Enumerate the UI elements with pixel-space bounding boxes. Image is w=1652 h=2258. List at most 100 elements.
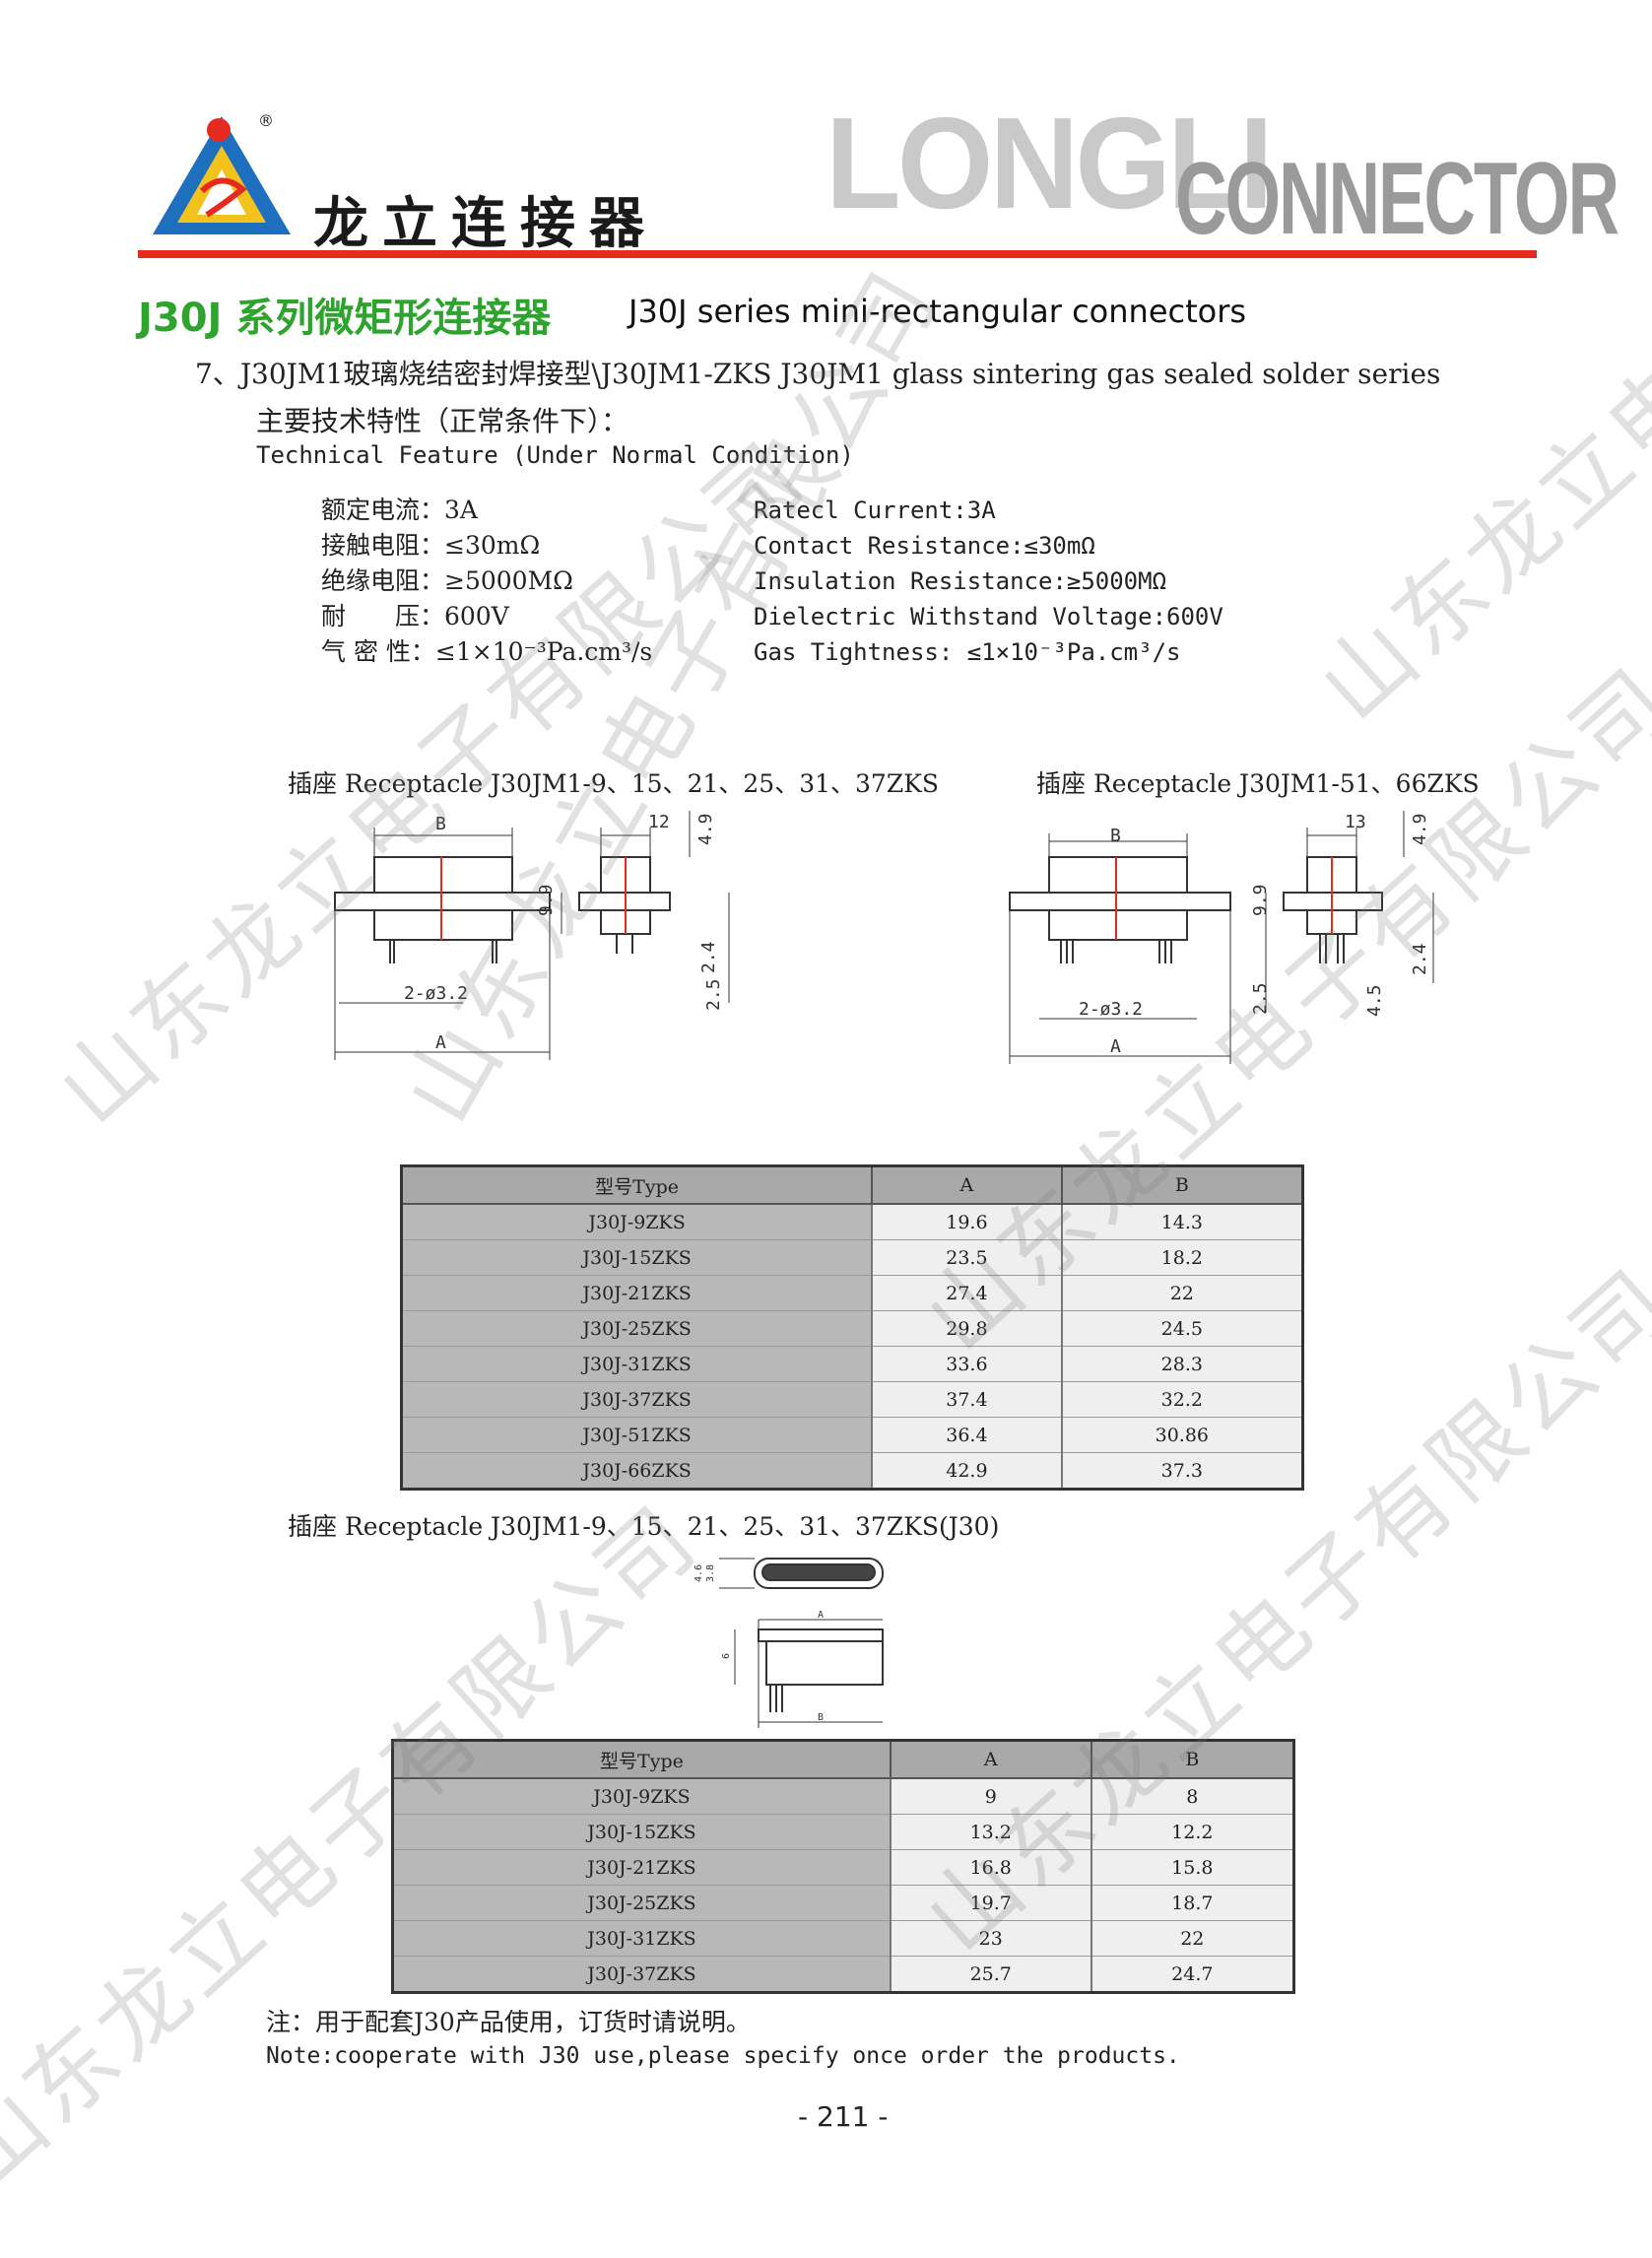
longli-logo: ® — [153, 111, 291, 234]
spec-insulation-en: Insulation Resistance:≥5000MΩ — [754, 567, 1167, 595]
dim-label-a: A — [435, 1032, 446, 1053]
cell-b: 22 — [1060, 1275, 1304, 1311]
cell-type: J30J-66ZKS — [400, 1452, 874, 1490]
dim-label-thickness: 4.9 — [1410, 813, 1430, 845]
dim-label-top-a: 4.6 — [694, 1564, 704, 1582]
cell-a: 23 — [889, 1920, 1092, 1957]
cell-a: 19.7 — [889, 1885, 1092, 1921]
dim-label-pin3: 4.5 — [1364, 984, 1385, 1017]
page-number: - 211 - — [798, 2100, 889, 2133]
cell-a: 33.6 — [871, 1346, 1063, 1382]
cell-b: 28.3 — [1060, 1346, 1304, 1382]
dim-label-pin2: 2.5 — [1250, 982, 1271, 1015]
cell-b: 15.8 — [1090, 1849, 1295, 1886]
cell-a: 9 — [889, 1777, 1092, 1815]
order-note: 注：用于配套J30产品使用，订货时请说明。 Note:cooperate wit… — [266, 2006, 1180, 2073]
cell-b: 14.3 — [1060, 1203, 1304, 1240]
cell-type: J30J-15ZKS — [391, 1814, 892, 1850]
receptacle-drawing-1: B A 2-ø3.2 12 9.9 4.9 2.4 2.5 — [334, 811, 730, 1060]
cell-type: J30J-21ZKS — [400, 1275, 874, 1311]
note-en: Note:cooperate with J30 use,please speci… — [266, 2043, 1180, 2069]
spec-current-en: Ratecl Current:3A — [754, 497, 996, 524]
cell-a: 37.4 — [871, 1381, 1063, 1418]
dim-label-height: 9.9 — [1250, 884, 1271, 916]
cell-a: 42.9 — [871, 1452, 1063, 1490]
cell-b: 32.2 — [1060, 1381, 1304, 1418]
dim-label-height: 9.9 — [536, 884, 557, 916]
cell-a: 27.4 — [871, 1275, 1063, 1311]
dim-label-hole: 2-ø3.2 — [1079, 999, 1143, 1020]
dim-label-width: 13 — [1345, 812, 1366, 832]
spec-gas-tightness-cn: 气 密 性：≤1×10⁻³Pa.cm³/s — [321, 637, 653, 666]
cell-a: 25.7 — [889, 1956, 1092, 1993]
svg-text:®: ® — [258, 111, 274, 130]
cell-a: 23.5 — [871, 1239, 1063, 1276]
spec-gas-tightness-en: Gas Tightness: ≤1×10⁻³Pa.cm³/s — [754, 638, 1181, 666]
dim-label-side: 6 — [721, 1653, 732, 1659]
cell-type: J30J-37ZKS — [391, 1956, 892, 1993]
cell-b: 18.2 — [1060, 1239, 1304, 1276]
cell-type: J30J-21ZKS — [391, 1849, 892, 1886]
cell-type: J30J-15ZKS — [400, 1239, 874, 1276]
cell-type: J30J-25ZKS — [400, 1310, 874, 1347]
cell-b: 37.3 — [1060, 1452, 1304, 1490]
dim-label-a: A — [1110, 1036, 1121, 1057]
drawing-caption-1: 插座 Receptacle J30JM1-9、15、21、25、31、37ZKS — [288, 769, 939, 798]
spec-contact-resistance-en: Contact Resistance:≤30mΩ — [754, 532, 1095, 560]
specs-cn: 额定电流：3A 接触电阻：≤30mΩ 绝缘电阻：≥5000MΩ 耐 压：600V… — [321, 493, 652, 670]
cell-type: J30J-9ZKS — [391, 1777, 892, 1815]
cell-b: 30.86 — [1060, 1417, 1304, 1453]
dim-label-a: A — [818, 1610, 824, 1621]
drawing-caption-3: 插座 Receptacle J30JM1-9、15、21、25、31、37ZKS… — [288, 1512, 1000, 1541]
series-title-en: J30J series mini-rectangular connectors — [628, 293, 1247, 330]
dim-label-width: 12 — [648, 812, 670, 832]
cell-type: J30J-31ZKS — [391, 1920, 892, 1957]
header-b: B — [1090, 1739, 1295, 1779]
cell-b: 22 — [1090, 1920, 1295, 1957]
spec-title-en: Technical Feature (Under Normal Conditio… — [256, 441, 854, 469]
cell-type: J30J-9ZKS — [400, 1203, 874, 1240]
header-b: B — [1060, 1164, 1304, 1205]
spec-insulation-cn: 绝缘电阻：≥5000MΩ — [321, 566, 573, 595]
dim-label-pin: 2.4 — [698, 941, 719, 973]
dim-label-top-b: 3.8 — [705, 1564, 716, 1582]
brand-name-longli: LONGLI — [826, 91, 1274, 235]
header-rule — [138, 250, 1537, 258]
drawing-caption-2: 插座 Receptacle J30JM1-51、66ZKS — [1036, 769, 1480, 798]
series-title-cn: J30J 系列微矩形连接器 — [138, 296, 552, 341]
spec-contact-resistance-cn: 接触电阻：≤30mΩ — [321, 531, 541, 560]
cell-type: J30J-37ZKS — [400, 1381, 874, 1418]
spec-title-cn: 主要技术特性（正常条件下）： — [256, 405, 629, 437]
spec-voltage-cn: 耐 压：600V — [321, 602, 509, 631]
cell-a: 16.8 — [889, 1849, 1092, 1886]
cell-type: J30J-25ZKS — [391, 1885, 892, 1921]
header-a: A — [889, 1739, 1092, 1779]
dim-label-pin2: 2.5 — [703, 978, 724, 1011]
dim-label-b: B — [1110, 826, 1121, 846]
header-type: 型号Type — [400, 1164, 874, 1205]
cell-a: 29.8 — [871, 1310, 1063, 1347]
cell-b: 24.5 — [1060, 1310, 1304, 1347]
receptacle-drawing-3: 4.6 3.8 6 A B — [694, 1558, 884, 1728]
note-cn: 注：用于配套J30产品使用，订货时请说明。 — [266, 2008, 751, 2036]
specs-en: Ratecl Current:3A Contact Resistance:≤30… — [754, 493, 1223, 670]
spec-current-cn: 额定电流：3A — [321, 496, 478, 524]
brand-name-connector: CONNECTOR — [1175, 142, 1619, 256]
dim-label-hole: 2-ø3.2 — [404, 983, 468, 1004]
cell-a: 36.4 — [871, 1417, 1063, 1453]
